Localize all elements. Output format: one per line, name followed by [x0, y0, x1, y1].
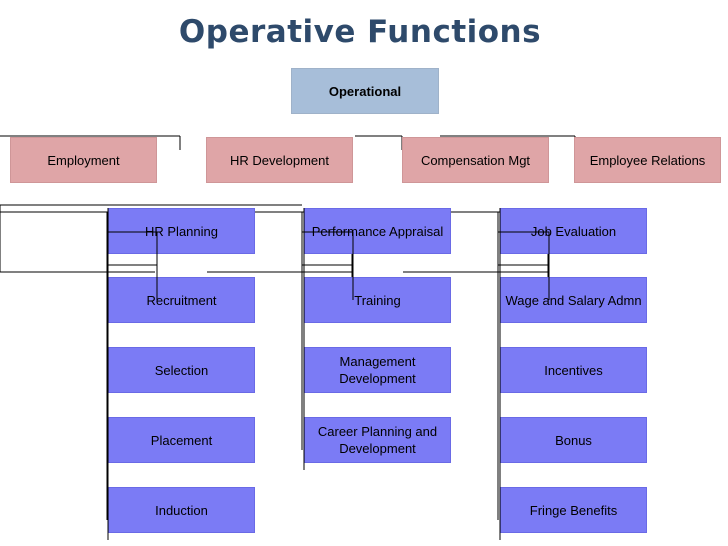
root-label: Operational — [328, 83, 402, 99]
leaf-label: Fringe Benefits — [529, 502, 618, 518]
leaf-performance-appraisal: Performance Appraisal — [304, 208, 451, 254]
leaf-label: Management Development — [339, 354, 416, 386]
leaf-management-development: Management Development — [304, 347, 451, 393]
leaf-job-evaluation: Job Evaluation — [500, 208, 647, 254]
leaf-label: Performance Appraisal — [311, 223, 444, 239]
leaf-label: Recruitment — [146, 292, 217, 308]
leaf-wage-salary: Wage and Salary Admn — [500, 277, 647, 323]
leaf-training: Training — [304, 277, 451, 323]
leaf-recruitment: Recruitment — [108, 277, 255, 323]
leaf-label: Placement — [150, 432, 213, 448]
leaf-placement: Placement — [108, 417, 255, 463]
leaf-incentives: Incentives — [500, 347, 647, 393]
category-label: Compensation Mgt — [420, 152, 531, 168]
leaf-label: Bonus — [555, 432, 592, 448]
leaf-label: Training — [354, 292, 401, 308]
leaf-hr-planning: HR Planning — [108, 208, 255, 254]
page-title: Operative Functions — [178, 14, 542, 50]
leaf-label: HR Planning — [145, 223, 218, 239]
leaf-label: Career Planning and Development — [317, 424, 438, 456]
category-label: Employment — [47, 152, 120, 168]
category-label: Employee Relations — [589, 152, 706, 168]
leaf-label: Induction — [155, 502, 208, 518]
category-employment: Employment — [10, 137, 157, 183]
category-employee-relations: Employee Relations — [574, 137, 721, 183]
leaf-selection: Selection — [108, 347, 255, 393]
leaf-label: Wage and Salary Admn — [505, 292, 642, 308]
leaf-label: Job Evaluation — [530, 223, 617, 239]
category-hr-development: HR Development — [206, 137, 353, 183]
root-node: Operational — [291, 68, 439, 114]
leaf-induction: Induction — [108, 487, 255, 533]
category-compensation-mgt: Compensation Mgt — [402, 137, 549, 183]
leaf-fringe-benefits: Fringe Benefits — [500, 487, 647, 533]
leaf-label: Incentives — [544, 362, 603, 378]
leaf-career-planning: Career Planning and Development — [304, 417, 451, 463]
category-label: HR Development — [230, 152, 329, 168]
leaf-bonus: Bonus — [500, 417, 647, 463]
leaf-label: Selection — [154, 362, 209, 378]
